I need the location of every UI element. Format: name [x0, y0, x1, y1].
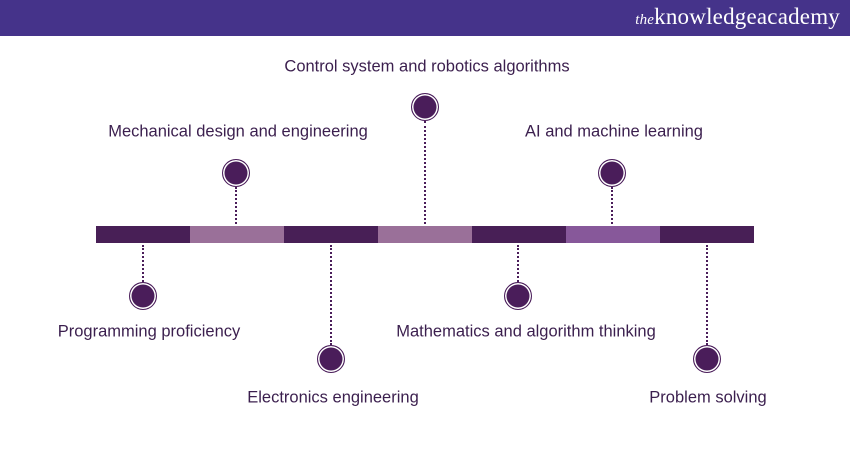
timeline-segment: [566, 226, 660, 243]
milestone-label: Programming proficiency: [57, 322, 241, 341]
connector-line: [142, 245, 144, 282]
connector-line: [517, 245, 519, 282]
milestone-dot: [129, 282, 157, 310]
timeline-segment: [96, 226, 190, 243]
timeline-segment: [472, 226, 566, 243]
milestone-dot: [411, 93, 439, 121]
milestone-label: Mechanical design and engineering: [108, 122, 368, 141]
connector-line: [611, 187, 613, 224]
timeline-segment: [284, 226, 378, 243]
milestone-label: Electronics engineering: [247, 388, 419, 407]
milestone-dot: [693, 345, 721, 373]
milestone-dot: [598, 159, 626, 187]
timeline-segment: [190, 226, 284, 243]
connector-line: [235, 187, 237, 224]
milestone-label: Mathematics and algorithm thinking: [396, 322, 656, 341]
milestone-label: Problem solving: [649, 388, 767, 407]
milestone-label: Control system and robotics algorithms: [284, 57, 570, 76]
milestone-label: AI and machine learning: [525, 122, 703, 141]
logo-prefix: the: [635, 12, 655, 28]
logo-name: knowledgeacademy: [654, 4, 840, 29]
brand-logo: theknowledgeacademy: [635, 4, 840, 30]
timeline-segment: [660, 226, 754, 243]
header-bar: theknowledgeacademy: [0, 0, 850, 36]
milestone-dot: [504, 282, 532, 310]
milestone-dot: [317, 345, 345, 373]
connector-line: [706, 245, 708, 345]
connector-line: [424, 121, 426, 224]
connector-line: [330, 245, 332, 345]
timeline-segment: [378, 226, 472, 243]
milestone-dot: [222, 159, 250, 187]
